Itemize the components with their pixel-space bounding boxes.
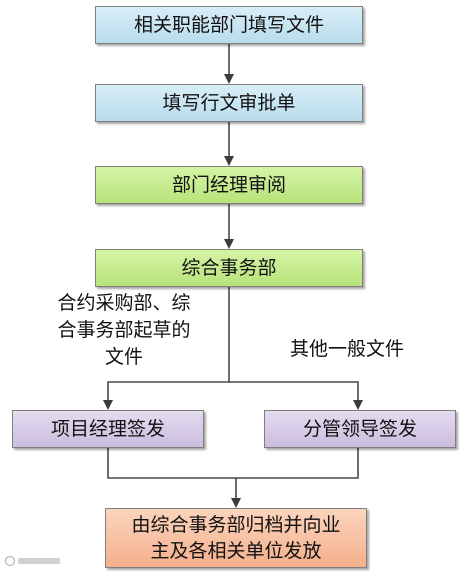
step-general-affairs-label: 综合事务部	[181, 256, 277, 279]
step-approval-form-box: 填写行文审批单	[95, 84, 363, 122]
branch-right-condition: 其他一般文件	[290, 338, 405, 360]
branch-left-condition-line-3: 文件	[104, 346, 143, 368]
arrow-affairs-to-pm-sign	[103, 287, 230, 410]
step-manager-review-box: 部门经理审阅	[95, 166, 363, 204]
step-manager-review-label: 部门经理审阅	[171, 173, 286, 196]
step-approval-form-label: 填写行文审批单	[162, 91, 296, 114]
step-leader-sign-box: 分管领导签发	[264, 410, 456, 448]
step-fill-file-label: 相关职能部门填写文件	[133, 13, 324, 36]
step-general-affairs-box: 综合事务部	[95, 249, 363, 287]
step-pm-sign-label: 项目经理签发	[50, 417, 165, 440]
step-pm-sign-box: 项目经理签发	[12, 410, 204, 448]
step-archive-label-line-2: 主及各相关单位发放	[150, 540, 322, 562]
branch-left-condition: 合约采购部、综 合事务部起草的 文件	[48, 290, 200, 371]
arrow-pm-sign-to-archive	[107, 448, 241, 508]
arrow-leader-sign-to-archive	[236, 448, 359, 479]
watermark-logo	[4, 555, 60, 567]
step-archive-box: 由综合事务部归档并向业 主及各相关单位发放	[105, 508, 367, 568]
step-leader-sign-label: 分管领导签发	[302, 417, 417, 440]
step-archive-label-line-1: 由综合事务部归档并向业	[131, 514, 341, 536]
branch-left-condition-line-1: 合约采购部、综	[57, 292, 191, 314]
arrow-affairs-to-leader-sign	[229, 381, 363, 410]
step-fill-file-box: 相关职能部门填写文件	[95, 6, 363, 44]
branch-left-condition-line-2: 合事务部起草的	[57, 319, 191, 341]
